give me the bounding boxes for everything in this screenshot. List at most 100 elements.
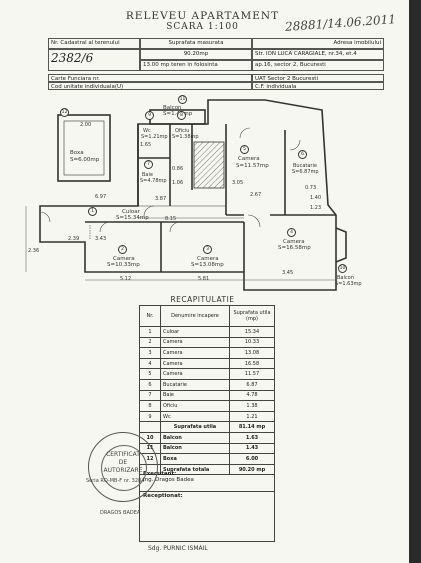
row-area: 4.78 [229, 389, 275, 402]
dim-value: 8.15 [165, 216, 177, 222]
row-name: Camera [160, 357, 230, 370]
row-nr: 2 [139, 336, 161, 349]
dim-value: 3.43 [95, 236, 107, 242]
uat-label: UAT Sector 2 Bucuresti [252, 74, 384, 82]
authorization-stamp: CERTIFICAT DE AUTORIZARE [88, 432, 158, 502]
camera5-label: Camera [238, 156, 260, 162]
cadastral-label: Nr. Cadastral al terenului [48, 38, 140, 49]
row-area: 15.34 [229, 326, 275, 338]
bucatarie-label: Bucatarie [293, 163, 317, 169]
baie-area: S=4.78mp [140, 178, 167, 184]
camera3-label: Camera [197, 256, 219, 262]
row-area: 16.58 [229, 357, 275, 370]
recap-table: Nr. Denumire incapere Suprafata utila (m… [139, 305, 275, 476]
useful-total-value: 81.14 mp [229, 421, 275, 433]
col-area-header: Suprafata utila (mp) [229, 305, 275, 327]
camera2-label: Camera [113, 256, 135, 262]
row-name: Camera [160, 368, 230, 380]
footer-signature: Sdg. PURNIC ISMAIL [148, 545, 208, 552]
camera3-area: S=13.08mp [191, 262, 224, 268]
area-terrace: 13.00 mp teren in folosinta [140, 60, 252, 71]
dim-value: 3.87 [155, 196, 167, 202]
dim-value: 0.73 [305, 185, 317, 191]
room-number-12: 12 [60, 108, 69, 117]
dim-value: 1.65 [140, 142, 152, 148]
row-area: 1.38 [229, 400, 275, 412]
dim-value: 3.45 [282, 270, 294, 276]
stamp-line2: DE [118, 459, 128, 466]
area-useful: 90.20mp [140, 49, 252, 60]
executant-block: Executant: Ing. Dragos Badea [139, 470, 275, 492]
oficiu-label: Oficiu [175, 128, 190, 134]
stamp-line3: AUTORIZARE [103, 467, 143, 474]
grand-total-value: 90.20 mp [229, 463, 275, 476]
stamp-name: DRAGOS BADEA [100, 510, 141, 516]
room-number-6: 6 [298, 150, 307, 159]
culoar-area: S=15.34mp [116, 215, 149, 221]
document-scale: SCARA 1:100 [166, 22, 239, 32]
receptionat-block: Receptionat: [139, 492, 275, 542]
row-name: Camera [160, 347, 230, 359]
col-name-header: Denumire incapere [160, 305, 230, 327]
culoar-label: Culoar [122, 209, 140, 215]
row-name: Bucatarie [160, 378, 230, 391]
row-nr: 8 [139, 400, 161, 412]
row-name: Wc [160, 410, 230, 423]
row-name: Culoar [160, 326, 230, 338]
receptionat-label: Receptionat: [143, 493, 183, 499]
room-number-1: 1 [88, 207, 97, 216]
balcon-top-label: Balcon [163, 105, 182, 111]
executant-name: Ing. Dragos Badea [143, 477, 194, 483]
document-title: RELEVEU APARTAMENT [125, 10, 280, 22]
camera4-area: S=16.58mp [278, 245, 311, 251]
row-area: 13.08 [229, 347, 275, 359]
row-nr: 4 [139, 357, 161, 370]
camera5-area: S=11.57mp [236, 163, 269, 169]
room-number-8: 8 [177, 111, 186, 120]
room-number-11: 11 [178, 95, 187, 104]
dim-value: 1.23 [310, 205, 322, 211]
balcon-right-area: S=1.63mp [335, 281, 362, 287]
dim-value: 2.36 [28, 248, 40, 254]
room-number-5: 5 [240, 145, 249, 154]
room-number-4: 4 [287, 228, 296, 237]
dim-value: 1.06 [172, 180, 184, 186]
row-nr: 3 [139, 347, 161, 359]
row-area: 1.21 [229, 410, 275, 423]
oficiu-area: S=1.38mp [172, 134, 199, 140]
row-area: 10.33 [229, 336, 275, 349]
scan-edge [409, 0, 421, 563]
dim-value: 2.00 [80, 122, 92, 128]
carte-label: Carte Funciara nr. [48, 74, 252, 82]
row-nr: 9 [139, 410, 161, 423]
dim-value: 2.39 [68, 236, 80, 242]
address-line1: Str. ION LUCA CARAGIALE, nr.34, et.4 [252, 49, 384, 60]
baie-label: Baie [142, 172, 153, 178]
row-nr: 6 [139, 378, 161, 391]
useful-total-label: Suprafata utila [160, 421, 230, 433]
stamp-serial: Seria RO-MB-F nr. 3284 [86, 478, 145, 484]
dim-value: 1.40 [310, 195, 322, 201]
area-label: Suprafata masurata [140, 38, 252, 49]
row-area: 1.63 [229, 431, 275, 444]
room-number-9: 9 [145, 111, 154, 120]
room-number-10: 10 [338, 264, 347, 273]
row-name: Balcon [160, 431, 230, 444]
bucatarie-area: S=6.87mp [292, 169, 319, 175]
col-nr-header: Nr. [139, 305, 161, 327]
dim-value: 6.97 [95, 194, 107, 200]
row-area: 6.00 [229, 453, 275, 465]
hatched-shaft [193, 141, 225, 189]
row-area: 1.43 [229, 442, 275, 455]
row-area: 11.57 [229, 368, 275, 380]
cf-label: C.F. individuala [252, 82, 384, 90]
row-nr: 5 [139, 368, 161, 380]
row-nr: 7 [139, 389, 161, 402]
